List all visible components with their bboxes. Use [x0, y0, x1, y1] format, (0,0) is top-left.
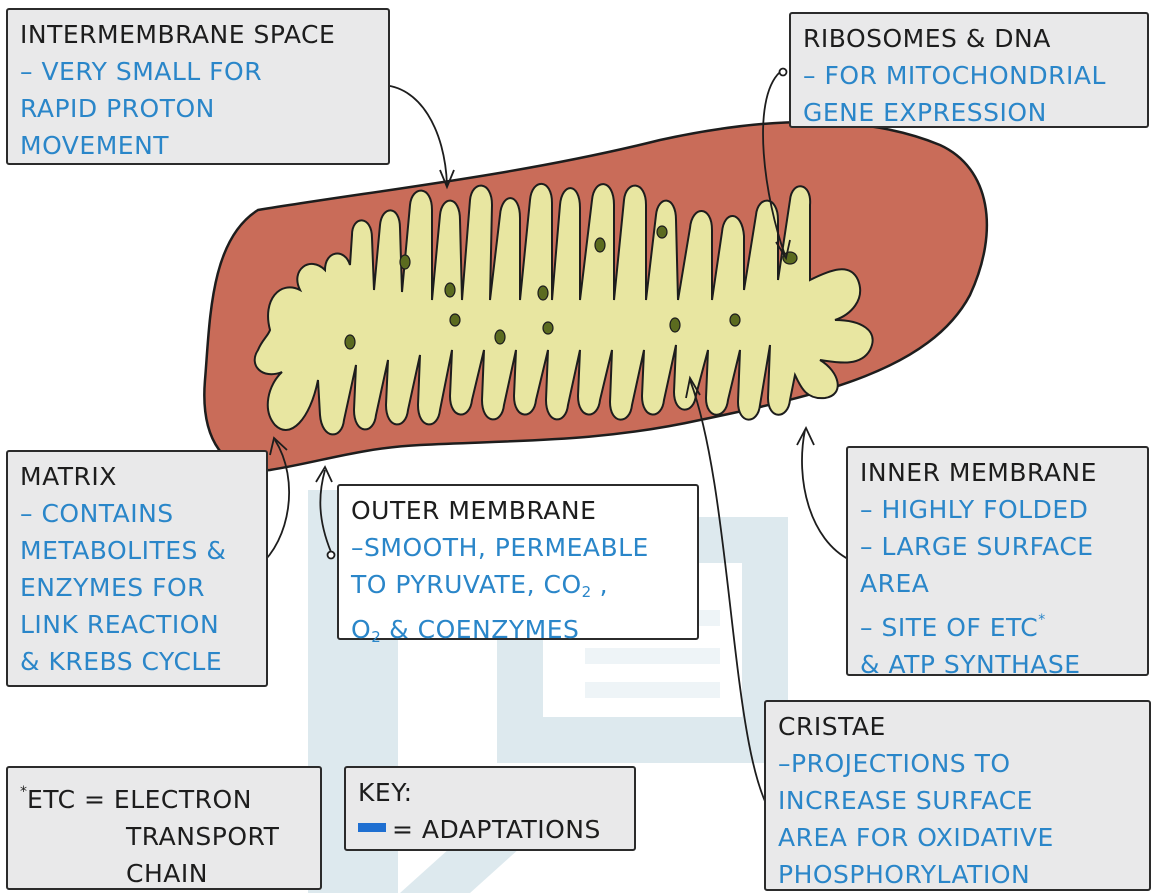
- label-outer-membrane: OUTER MEMBRANE –SMOOTH, PERMEABLE TO PYR…: [337, 484, 699, 640]
- etc-line-3: CHAIN: [20, 855, 310, 892]
- cristae-line-2: INCREASE SURFACE: [778, 782, 1139, 819]
- inner-line-5: & ATP SYNTHASE: [860, 646, 1137, 683]
- key-box: KEY: = ADAPTATIONS: [344, 766, 636, 851]
- cristae-title: CRISTAE: [778, 708, 1139, 745]
- label-matrix: MATRIX – CONTAINS METABOLITES & ENZYMES …: [6, 450, 268, 687]
- key-title: KEY:: [358, 774, 624, 811]
- etc-footnote: *ETC = ELECTRON TRANSPORT CHAIN: [6, 766, 322, 890]
- matrix-line-4: LINK REACTION: [20, 606, 256, 643]
- inner-line-2: – LARGE SURFACE: [860, 528, 1137, 565]
- cristae-line-1: –PROJECTIONS TO: [778, 745, 1139, 782]
- outer-line-1: –SMOOTH, PERMEABLE: [351, 529, 687, 566]
- intermembrane-line-2: RAPID PROTON: [20, 90, 378, 127]
- intermembrane-line-1: – VERY SMALL FOR: [20, 53, 378, 90]
- ribosomes-line-1: – FOR MITOCHONDRIAL: [803, 57, 1137, 94]
- etc-line-2: TRANSPORT: [20, 818, 310, 855]
- matrix-line-1: – CONTAINS: [20, 495, 256, 532]
- inner-line-3: AREA: [860, 565, 1137, 602]
- matrix-line-2: METABOLITES &: [20, 532, 256, 569]
- matrix-line-5: & KREBS CYCLE: [20, 643, 256, 680]
- label-cristae: CRISTAE –PROJECTIONS TO INCREASE SURFACE…: [764, 700, 1151, 891]
- intermembrane-title: INTERMEMBRANE SPACE: [20, 16, 378, 53]
- label-intermembrane-space: INTERMEMBRANE SPACE – VERY SMALL FOR RAP…: [6, 8, 390, 165]
- matrix-line-3: ENZYMES FOR: [20, 569, 256, 606]
- matrix-title: MATRIX: [20, 458, 256, 495]
- cristae-line-4: PHOSPHORYLATION: [778, 856, 1139, 893]
- key-entry: = ADAPTATIONS: [358, 811, 624, 848]
- outer-title: OUTER MEMBRANE: [351, 492, 687, 529]
- inner-line-1: – HIGHLY FOLDED: [860, 491, 1137, 528]
- inner-line-4: – SITE OF ETC*: [860, 602, 1137, 646]
- inner-title: INNER MEMBRANE: [860, 454, 1137, 491]
- key-swatch: [358, 823, 386, 832]
- outer-line-3: O2 & COENZYMES: [351, 611, 687, 656]
- etc-line-1: *ETC = ELECTRON: [20, 774, 310, 818]
- intermembrane-line-3: MOVEMENT: [20, 127, 378, 164]
- outer-line-2: TO PYRUVATE, CO2 ,: [351, 566, 687, 611]
- ribosomes-line-2: GENE EXPRESSION: [803, 94, 1137, 131]
- label-inner-membrane: INNER MEMBRANE – HIGHLY FOLDED – LARGE S…: [846, 446, 1149, 676]
- label-ribosomes-dna: RIBOSOMES & DNA – FOR MITOCHONDRIAL GENE…: [789, 12, 1149, 128]
- ribosomes-title: RIBOSOMES & DNA: [803, 20, 1137, 57]
- cristae-line-3: AREA FOR OXIDATIVE: [778, 819, 1139, 856]
